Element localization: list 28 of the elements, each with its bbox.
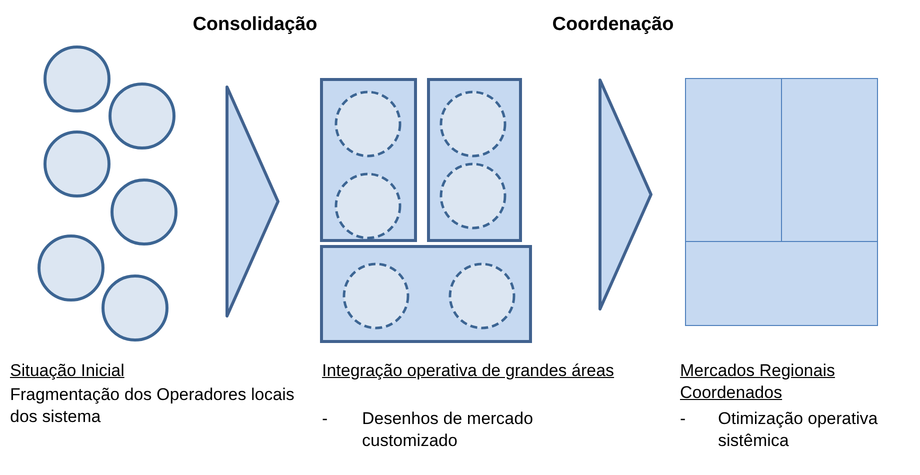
operator-circle <box>110 178 178 246</box>
stage-heading: Coordenação <box>551 14 675 36</box>
operator-circle <box>101 274 169 342</box>
dashed-circle <box>439 90 507 158</box>
operator-circle <box>43 130 111 198</box>
caption-text: Desenhos de mercado customizado <box>362 408 534 452</box>
area-box <box>320 245 532 343</box>
dashed-circle <box>342 262 410 330</box>
operator-circle <box>37 234 105 302</box>
operator-circle <box>43 45 111 113</box>
operator-circle <box>108 82 176 150</box>
market-box <box>685 78 782 242</box>
caption-text: Otimização operativa sistêmica <box>718 408 879 452</box>
caption-text: Fragmentação dos Operadores locais dos sistema <box>10 384 295 428</box>
market-box <box>781 78 878 242</box>
list-dash: - <box>322 408 329 430</box>
list-dash: - <box>680 408 687 430</box>
area-box <box>320 78 417 242</box>
dashed-circle <box>334 90 402 158</box>
area-box <box>427 78 522 242</box>
dashed-circle <box>448 262 516 330</box>
market-box <box>685 241 878 326</box>
caption-heading: Situação Inicial <box>10 360 126 382</box>
caption-heading: Mercados Regionais Coordenados <box>680 360 836 404</box>
dashed-circle <box>439 162 507 230</box>
caption-heading: Integração operativa de grandes áreas <box>322 360 616 382</box>
stage-heading: Consolidação <box>192 14 318 36</box>
dashed-circle <box>334 172 402 240</box>
